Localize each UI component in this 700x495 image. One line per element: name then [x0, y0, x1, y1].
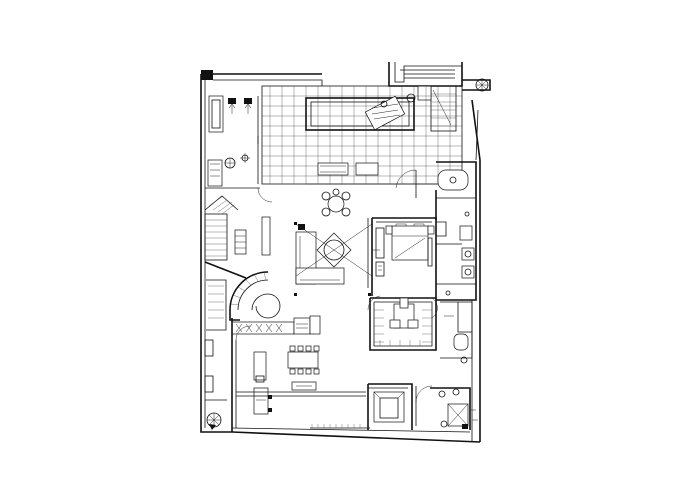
- exterior-walls: [200, 70, 481, 443]
- living-area: [261, 169, 417, 296]
- straight-stair: [204, 195, 247, 279]
- room-bottom-right: [367, 383, 478, 430]
- master-bath: [436, 161, 477, 301]
- spiral-stair: [206, 271, 281, 331]
- walk-in-closet: [369, 297, 437, 351]
- door-swings: [235, 187, 438, 341]
- bottom-left-plant: [204, 339, 227, 430]
- room-top-left: [205, 95, 260, 189]
- terrace-tiled: [261, 85, 463, 185]
- kitchen-dining: [231, 315, 370, 432]
- master-bedroom: [372, 190, 437, 298]
- bath-right-middle: [440, 301, 473, 364]
